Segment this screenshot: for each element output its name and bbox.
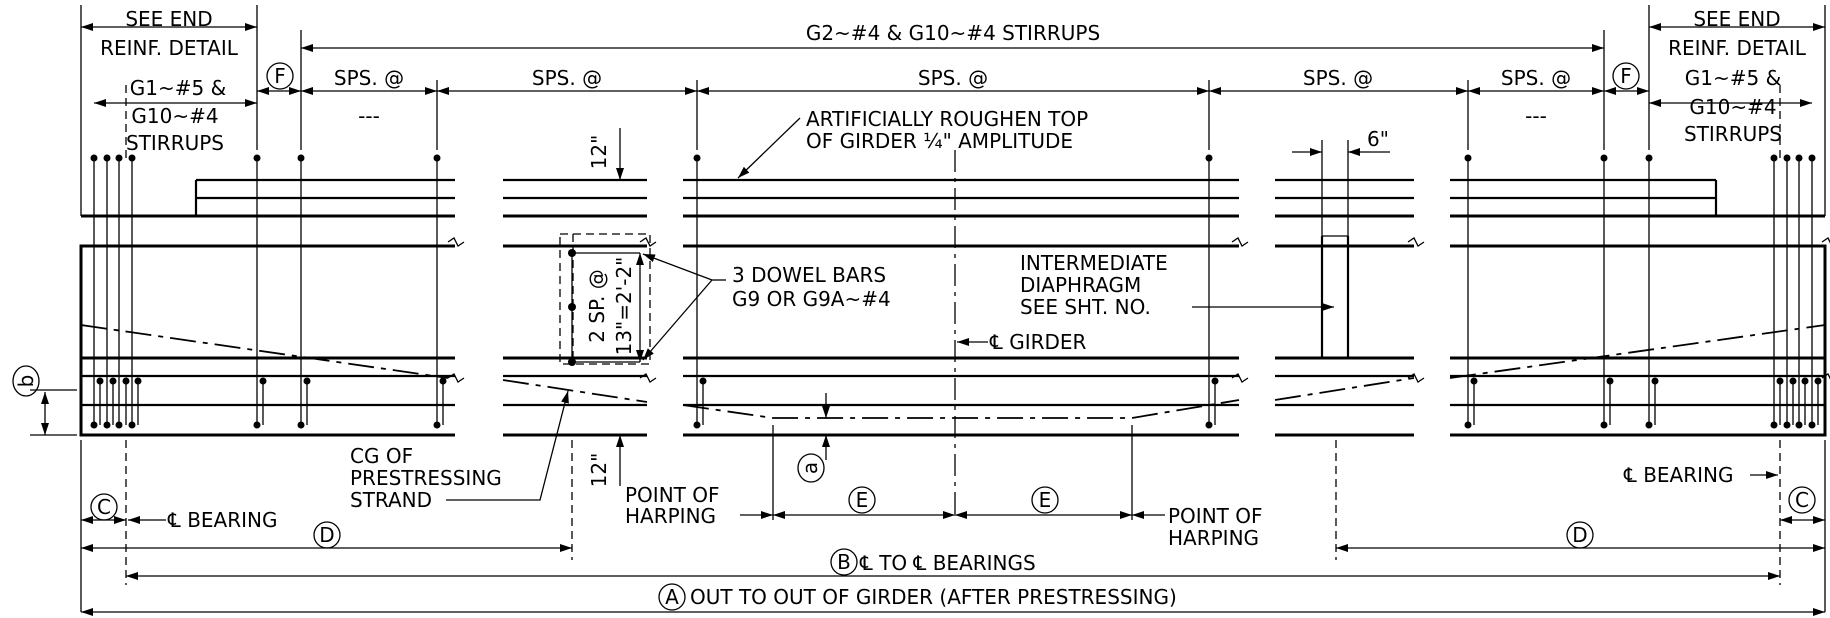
cg-strand-note: CG OF PRESTRESSING STRAND [350, 390, 569, 512]
bottom-labels: POINT OF HARPING POINT OF HARPING E E C … [90, 463, 1816, 611]
callout-c-right [1788, 486, 1816, 514]
six-inch-dim: 6" [1292, 127, 1390, 236]
top-labels: SEE END REINF. DETAIL SEE END REINF. DET… [100, 7, 1807, 155]
callout-e-right-text: E [1039, 488, 1052, 512]
diaphragm-line-3: SEE SHT. NO. [1020, 295, 1151, 319]
callout-f-right-text: F [1620, 64, 1632, 88]
point-of-left: POINT OF [625, 483, 719, 507]
callout-b-big [830, 548, 858, 576]
callout-a-big [658, 583, 686, 611]
see-end-right: SEE END [1693, 7, 1780, 31]
callout-c-left [90, 493, 118, 521]
callout-f-left-text: F [274, 64, 286, 88]
callout-a-big-text: A [665, 585, 679, 609]
g2-g10-stirrups-label: G2~#4 & G10~#4 STIRRUPS [806, 21, 1100, 45]
sps-label-1: SPS. @ [334, 66, 404, 90]
callout-c-left-text: C [97, 495, 111, 519]
dim-a: a [797, 393, 830, 483]
stirrups-right [1464, 154, 1822, 429]
callout-e-left [848, 486, 876, 514]
dowel-note: 2 SP. @ 13"=2'-2" 3 DOWEL BARS G9 OR G9A… [585, 253, 891, 361]
diaphragm-line-1: INTERMEDIATE [1020, 251, 1168, 275]
diaphragm-note: INTERMEDIATE DIAPHRAGM SEE SHT. NO. [1020, 251, 1334, 319]
dim-b: b [12, 365, 77, 436]
diaphragm-line-2: DIAPHRAGM [1020, 273, 1141, 297]
callout-a-text: a [798, 462, 822, 474]
dashes-right: --- [1525, 104, 1547, 128]
dashes-left: --- [358, 104, 380, 128]
harping-left: HARPING [625, 504, 716, 528]
callout-f-right [1612, 62, 1640, 90]
see-end-left: SEE END [125, 7, 212, 31]
cg-line-1: CG OF [350, 444, 413, 468]
cl-bearing-left: ℄ BEARING [167, 508, 278, 532]
cl-to-cl-label: ℄ TO ℄ BEARINGS [859, 551, 1036, 575]
g1-label-left-1: G1~#5 & [130, 76, 226, 100]
callout-b-big-text: B [837, 550, 851, 574]
sps-label-3: SPS. @ [918, 66, 988, 90]
g1-label-right-2: G10~#4 [1689, 95, 1776, 119]
g1-label-right-1: G1~#5 & [1685, 66, 1781, 90]
out-to-out-label: OUT TO OUT OF GIRDER (AFTER PRESTRESSING… [690, 585, 1177, 609]
callout-d-right [1566, 521, 1594, 549]
dowel-line-2: G9 OR G9A~#4 [732, 287, 891, 311]
cl-girder-label: ℄ GIRDER [989, 330, 1087, 354]
callout-e-left-text: E [856, 488, 869, 512]
stirrups-left [90, 154, 447, 429]
twelve-inch-bottom: 12" [587, 453, 611, 488]
callout-c-right-text: C [1795, 488, 1809, 512]
six-inch-label: 6" [1367, 127, 1389, 151]
sps-label-4: SPS. @ [1303, 66, 1373, 90]
twelve-inch-bottom-dim: 12" [587, 435, 624, 488]
roughen-line-1: ARTIFICIALLY ROUGHEN TOP [806, 107, 1088, 131]
top-dimensions [80, 5, 1826, 216]
twelve-inch-top-dim: 12" [587, 128, 624, 180]
girder-body [79, 178, 1830, 437]
cl-girder-note: ℄ GIRDER [957, 330, 1087, 354]
dowel-bars [559, 233, 651, 366]
cg-line-2: PRESTRESSING [350, 466, 502, 490]
callout-d-right-text: D [1572, 523, 1587, 547]
bottom-dimensions [80, 425, 1826, 616]
g1-label-left-2: G10~#4 [131, 104, 218, 128]
cl-bearing-right: ℄ BEARING [1623, 463, 1734, 487]
roughen-line-2: OF GIRDER ¼" AMPLITUDE [806, 129, 1073, 153]
callout-b-text: b [14, 375, 38, 388]
g1-label-right-3: STIRRUPS [1684, 122, 1782, 146]
harping-right: HARPING [1168, 526, 1259, 550]
callout-d-left [313, 521, 341, 549]
sps-label-2: SPS. @ [532, 66, 602, 90]
callout-f-left [266, 62, 294, 90]
reinf-detail-left: REINF. DETAIL [100, 36, 239, 60]
callout-e-right [1031, 486, 1059, 514]
dowel-line-1: 3 DOWEL BARS [732, 263, 886, 287]
roughen-note: ARTIFICIALLY ROUGHEN TOP OF GIRDER ¼" AM… [737, 107, 1088, 179]
g1-label-left-3: STIRRUPS [126, 131, 224, 155]
intermediate-diaphragm [1320, 235, 1350, 358]
twelve-inch-top: 12" [587, 135, 611, 170]
prestressing-strand-cg [80, 324, 1826, 419]
dowel-spacing-2: 13"=2'-2" [612, 257, 636, 356]
sps-label-5: SPS. @ [1501, 66, 1571, 90]
dowel-spacing-1: 2 SP. @ [585, 269, 609, 342]
cg-line-3: STRAND [350, 488, 432, 512]
stirrups-middle [693, 154, 1219, 429]
reinf-detail-right: REINF. DETAIL [1668, 36, 1807, 60]
point-of-right: POINT OF [1168, 504, 1262, 528]
callout-d-left-text: D [319, 523, 334, 547]
